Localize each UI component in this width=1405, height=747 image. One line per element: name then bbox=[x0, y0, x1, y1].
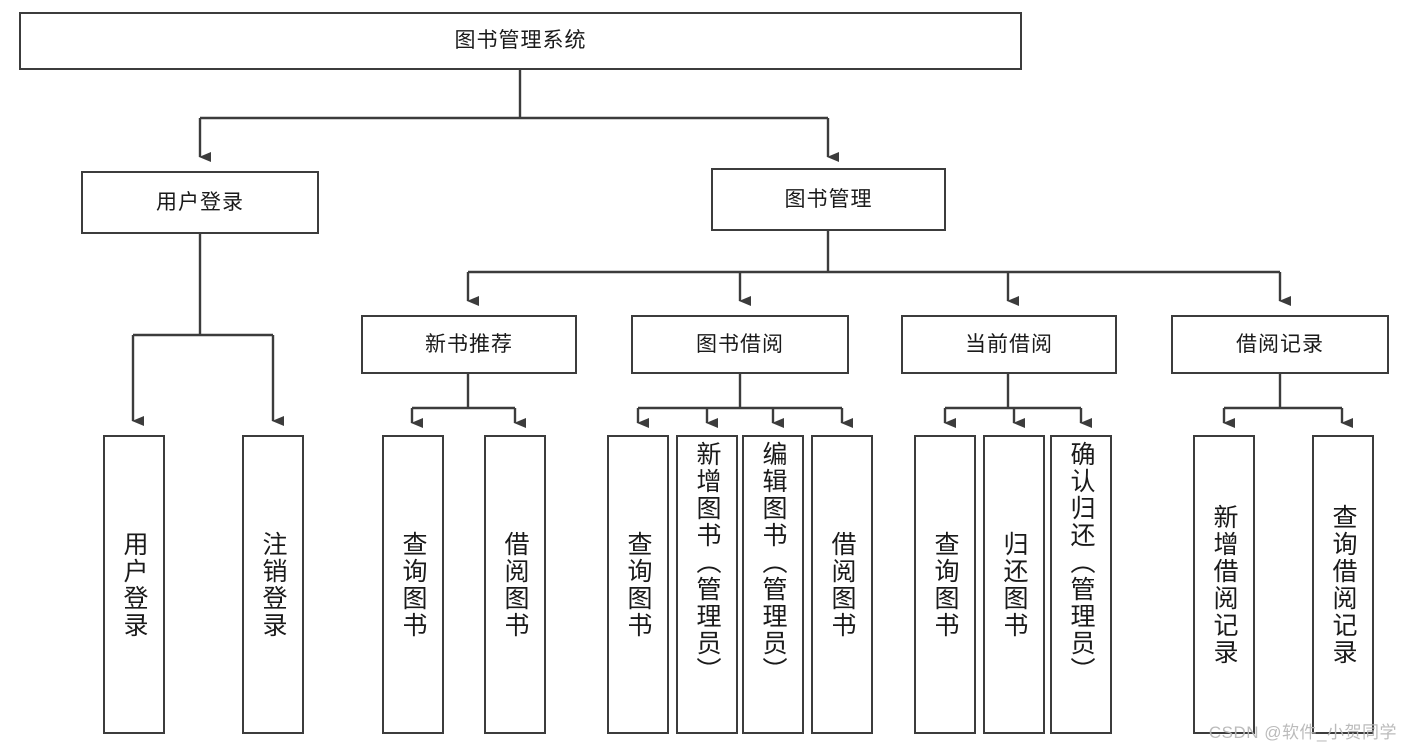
node-leaf-add-book-label: 新增图书（管理员） bbox=[693, 441, 721, 684]
node-leaf-edit-book[interactable]: 编辑图书（管理员） bbox=[742, 435, 804, 734]
node-leaf-borrow-book-2-label: 借阅图书 bbox=[828, 530, 856, 639]
node-current-borrow-label: 当前借阅 bbox=[965, 332, 1053, 356]
node-root-label: 图书管理系统 bbox=[454, 29, 587, 53]
node-leaf-query-record[interactable]: 查询借阅记录 bbox=[1312, 435, 1374, 734]
node-leaf-user-login-label: 用户登录 bbox=[120, 530, 148, 639]
node-leaf-borrow-book-2[interactable]: 借阅图书 bbox=[811, 435, 873, 734]
node-leaf-user-logout[interactable]: 注销登录 bbox=[242, 435, 304, 734]
node-leaf-user-login[interactable]: 用户登录 bbox=[103, 435, 165, 734]
node-leaf-query-book-3[interactable]: 查询图书 bbox=[914, 435, 976, 734]
node-user-login-label: 用户登录 bbox=[156, 190, 244, 214]
node-leaf-add-record[interactable]: 新增借阅记录 bbox=[1193, 435, 1255, 734]
node-leaf-query-book-1[interactable]: 查询图书 bbox=[382, 435, 444, 734]
node-leaf-return-book[interactable]: 归还图书 bbox=[983, 435, 1045, 734]
node-book-manage[interactable]: 图书管理 bbox=[711, 168, 946, 231]
csdn-watermark: CSDN @软件_小贺同学 bbox=[1208, 723, 1397, 742]
node-leaf-query-book-1-label: 查询图书 bbox=[399, 530, 427, 639]
node-leaf-add-record-label: 新增借阅记录 bbox=[1210, 503, 1238, 666]
node-leaf-user-logout-label: 注销登录 bbox=[259, 530, 287, 639]
node-leaf-edit-book-label: 编辑图书（管理员） bbox=[759, 441, 787, 684]
node-book-borrow[interactable]: 图书借阅 bbox=[631, 315, 849, 374]
node-book-borrow-label: 图书借阅 bbox=[696, 332, 784, 356]
node-book-manage-label: 图书管理 bbox=[784, 187, 873, 211]
node-root[interactable]: 图书管理系统 bbox=[19, 12, 1022, 70]
node-leaf-borrow-book-1[interactable]: 借阅图书 bbox=[484, 435, 546, 734]
node-current-borrow[interactable]: 当前借阅 bbox=[901, 315, 1117, 374]
node-leaf-confirm-return[interactable]: 确认归还（管理员） bbox=[1050, 435, 1112, 734]
node-leaf-query-book-2-label: 查询图书 bbox=[624, 530, 652, 639]
node-leaf-query-book-2[interactable]: 查询图书 bbox=[607, 435, 669, 734]
node-leaf-add-book[interactable]: 新增图书（管理员） bbox=[676, 435, 738, 734]
node-user-login[interactable]: 用户登录 bbox=[81, 171, 319, 234]
node-leaf-return-book-label: 归还图书 bbox=[1000, 530, 1028, 639]
node-leaf-borrow-book-1-label: 借阅图书 bbox=[501, 530, 529, 639]
node-leaf-confirm-return-label: 确认归还（管理员） bbox=[1067, 441, 1095, 684]
node-leaf-query-record-label: 查询借阅记录 bbox=[1329, 503, 1357, 666]
node-new-book-rec-label: 新书推荐 bbox=[425, 332, 513, 356]
node-borrow-record-label: 借阅记录 bbox=[1236, 332, 1324, 356]
node-leaf-query-book-3-label: 查询图书 bbox=[931, 530, 959, 639]
node-borrow-record[interactable]: 借阅记录 bbox=[1171, 315, 1389, 374]
node-new-book-rec[interactable]: 新书推荐 bbox=[361, 315, 577, 374]
